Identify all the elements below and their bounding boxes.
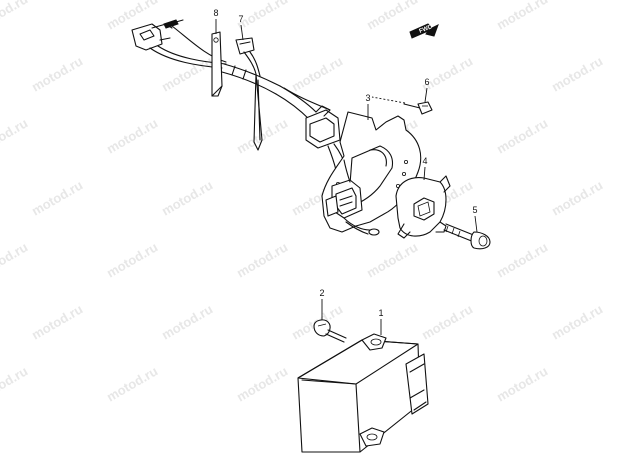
part-3-stator-plate	[321, 111, 422, 236]
callout-1: 1	[378, 308, 384, 335]
callout-2: 2	[319, 288, 325, 320]
part-4-rotor	[395, 175, 451, 239]
callout-2-label: 2	[319, 288, 324, 298]
watermark-text: motod.ru	[419, 53, 475, 94]
callout-7-label: 7	[238, 14, 243, 24]
fwd-arrow-badge: FWD	[409, 23, 439, 39]
callout-5-label: 5	[472, 205, 477, 215]
watermark-text: motod.ru	[364, 239, 420, 280]
watermark-text: motod.ru	[104, 363, 160, 404]
watermark-text: motod.ru	[159, 301, 215, 342]
watermark-text: motod.ru	[419, 301, 475, 342]
callout-4: 4	[422, 156, 428, 181]
part-5-bolt	[443, 223, 491, 250]
part-8-clamp-strap	[211, 31, 223, 97]
watermark-text: motod.ru	[0, 239, 30, 280]
watermark-text: motod.ru	[0, 115, 30, 156]
callout-6-label: 6	[424, 77, 429, 87]
callout-3: 3	[365, 93, 371, 120]
callout-8-label: 8	[213, 8, 218, 18]
part-7-clip	[235, 37, 263, 151]
callout-5: 5	[472, 205, 478, 233]
watermark-text: motod.ru	[159, 53, 215, 94]
callout-8: 8	[213, 8, 219, 34]
watermark-text: motod.ru	[29, 53, 85, 94]
callout-7: 7	[238, 14, 244, 41]
part-6-screw	[403, 101, 433, 115]
watermark-text: motod.ru	[494, 115, 550, 156]
callout-3-label: 3	[365, 93, 370, 103]
watermark-text: motod.ru	[104, 115, 160, 156]
watermark-text: motod.ru	[494, 363, 550, 404]
watermark-text: motod.ru	[234, 363, 290, 404]
watermark-text: motod.ru	[494, 0, 550, 33]
watermark-text: motod.ru	[289, 53, 345, 94]
watermark-text: motod.ru	[494, 239, 550, 280]
part-6-dashed-guide	[371, 96, 406, 104]
watermark-text: motod.ru	[159, 177, 215, 218]
callout-4-label: 4	[422, 156, 427, 166]
watermark-text: motod.ru	[0, 0, 30, 33]
part-2-bolt	[313, 319, 347, 343]
watermark-text: motod.ru	[364, 0, 420, 33]
watermark-text: motod.ru	[549, 301, 605, 342]
watermark-text: motod.ru	[549, 177, 605, 218]
watermark-text: motod.ru	[0, 363, 30, 404]
watermark-text: motod.ru	[104, 239, 160, 280]
watermark-text: motod.ru	[549, 53, 605, 94]
callout-1-label: 1	[378, 308, 383, 318]
watermark-text: motod.ru	[29, 177, 85, 218]
watermark-text: motod.ru	[29, 301, 85, 342]
callout-6: 6	[424, 77, 430, 103]
watermark-layer: motod.ru motod.ru motod.ru motod.ru motod.ru…	[0, 0, 605, 405]
wiring-harness	[131, 19, 347, 171]
watermark-text: motod.ru	[234, 239, 290, 280]
part-1-ignitor-unit	[297, 333, 429, 453]
fwd-label: FWD	[419, 24, 435, 35]
